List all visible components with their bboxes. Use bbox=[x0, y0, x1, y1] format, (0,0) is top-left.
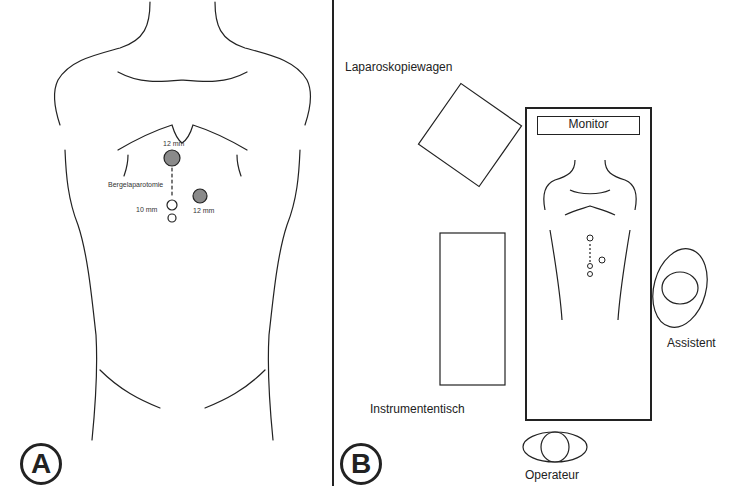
assistant-label: Assistent bbox=[667, 336, 716, 350]
port-size: 12 mm bbox=[193, 207, 214, 215]
cart-label: Laparoskopiewagen bbox=[345, 60, 452, 74]
node-text: Assistent bbox=[667, 336, 716, 350]
operator-label: Operateur bbox=[525, 468, 579, 482]
table-label: Instrumententisch bbox=[370, 402, 465, 416]
port-size: 10 mm bbox=[136, 206, 157, 214]
monitor-box: Monitor bbox=[537, 116, 640, 135]
panel-letter: B bbox=[340, 443, 382, 485]
node-text: Operateur bbox=[525, 468, 579, 482]
node-text: Laparoskopiewagen bbox=[345, 60, 452, 74]
port-size: 12 mm bbox=[163, 140, 184, 148]
node-text: Instrumententisch bbox=[370, 402, 465, 416]
node-text: A bbox=[31, 450, 51, 478]
incision-label: Bergelaparotomie bbox=[108, 181, 163, 189]
panel-letter: A bbox=[20, 443, 62, 485]
node-text: Monitor bbox=[538, 117, 639, 131]
node-text: B bbox=[351, 450, 371, 478]
